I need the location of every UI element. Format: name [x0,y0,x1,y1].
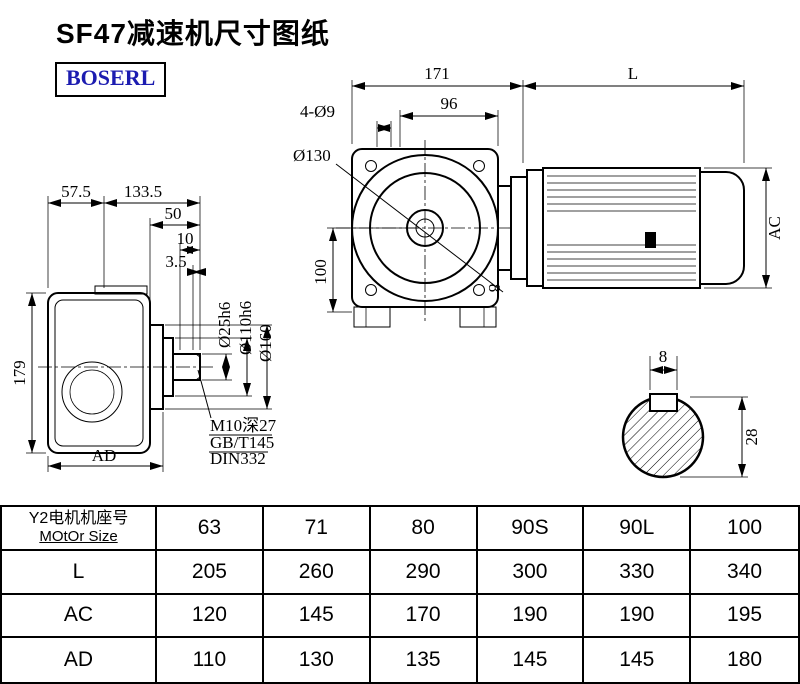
table-cell: 330 [584,550,692,595]
leader-130 [335,163,504,293]
row-label-L: L [2,550,157,595]
dim-57-5: 57.5 [61,182,91,201]
adapter-ring-2 [510,176,528,280]
dim-100: 100 [311,259,330,285]
dim-3-5: 3.5 [165,252,186,271]
table-header-size: 100 [691,507,798,551]
fan-cover [699,171,745,285]
motor-size-label-cn: Y2电机机座号 [28,510,129,528]
table-cell: 145 [263,594,371,639]
front-view [336,140,514,328]
dim-133-5: 133.5 [124,182,162,201]
dim-8: 8 [659,347,668,366]
table-header-size: 90L [584,507,692,551]
note-gb: GB/T145 [210,433,274,452]
bolt-hole [365,160,377,172]
dim-8-keyway: 8 [485,284,504,293]
motor-end-bell [526,169,544,287]
row-label-AD: AD [2,638,157,682]
dim-110: Ø110h6 [236,301,255,355]
housing-outline [47,292,151,454]
shaft-section-detail: 8 28 [621,347,761,479]
table-header-size: 63 [157,507,264,551]
table-cell: 170 [370,594,478,639]
table-cell: 180 [727,648,763,672]
dim-179: 179 [10,360,29,386]
output-shaft [172,353,201,381]
dimension-table: Y2电机机座号 MOtOr Size 63 71 80 90S 90L 100 … [0,505,800,684]
dimension-drawing: 171 L 96 4-Ø9 Ø130 100 AC 8 [10,64,784,479]
note-din: DIN332 [210,449,266,468]
dim-160: Ø160 [256,324,275,362]
table-cell: 205 [157,550,264,595]
dim-L: L [628,64,638,83]
front-view-dimensions: 171 L 96 4-Ø9 Ø130 100 AC 8 [293,64,784,313]
table-cell: 110 [157,638,264,682]
bolt-hole [473,284,485,296]
mount-foot-right [459,306,497,328]
keyway-slot [649,393,678,412]
worm-boss-outer [61,361,123,423]
dim-130: Ø130 [293,146,331,165]
table-cell: 135 [371,638,478,682]
motor-size-label-en: MOtOr Size [39,528,118,546]
dim-AD: AD [92,446,117,465]
side-view [38,285,215,454]
table-header-size: 90S [477,507,585,551]
table-cell: 190 [477,594,585,639]
motor [497,167,745,289]
dim-10: 10 [177,229,194,248]
bolt-hole [473,160,485,172]
page-title: SF47减速机尺寸图纸 [56,18,330,49]
motor-fins [547,175,696,281]
table-header-motor-size: Y2电机机座号 MOtOr Size [2,507,157,551]
dim-4o9: 4-Ø9 [300,102,335,121]
row-label-AC: AC [2,594,157,639]
note-leader [197,369,212,419]
table-cell: 130 [264,638,371,682]
note-m10: M10深27 [210,416,277,435]
table-header-size: 80 [370,507,478,551]
dim-28: 28 [742,429,761,446]
brand-logo: BOSERL [66,65,156,90]
brand-logo-box: BOSERL [55,62,167,97]
table-cell: 145 [478,638,585,682]
table-cell: 300 [477,550,585,595]
dim-50: 50 [165,204,182,223]
dim-171: 171 [424,64,450,83]
table-cell: 260 [263,550,371,595]
motor-body [542,167,701,289]
table-cell: 190 [584,594,692,639]
dim-96: 96 [441,94,458,113]
side-view-dimensions: 57.5 133.5 50 10 3.5 179 AD Ø25h6 Ø110h6 [10,182,277,472]
worm-boss-inner [69,369,115,415]
mount-foot-left [353,306,391,328]
motor-nameplate-mark [645,232,656,248]
bolt-hole [365,284,377,296]
table-cell: 340 [691,551,798,595]
table-cell: 195 [691,595,798,639]
table-cell: 145 [584,638,692,682]
housing-top-cap [94,285,148,295]
dim-AC: AC [765,216,784,240]
table-cell: 290 [370,550,478,595]
housing-inner [54,299,144,447]
table-header-size: 71 [263,507,371,551]
table-cell: 120 [157,594,264,639]
